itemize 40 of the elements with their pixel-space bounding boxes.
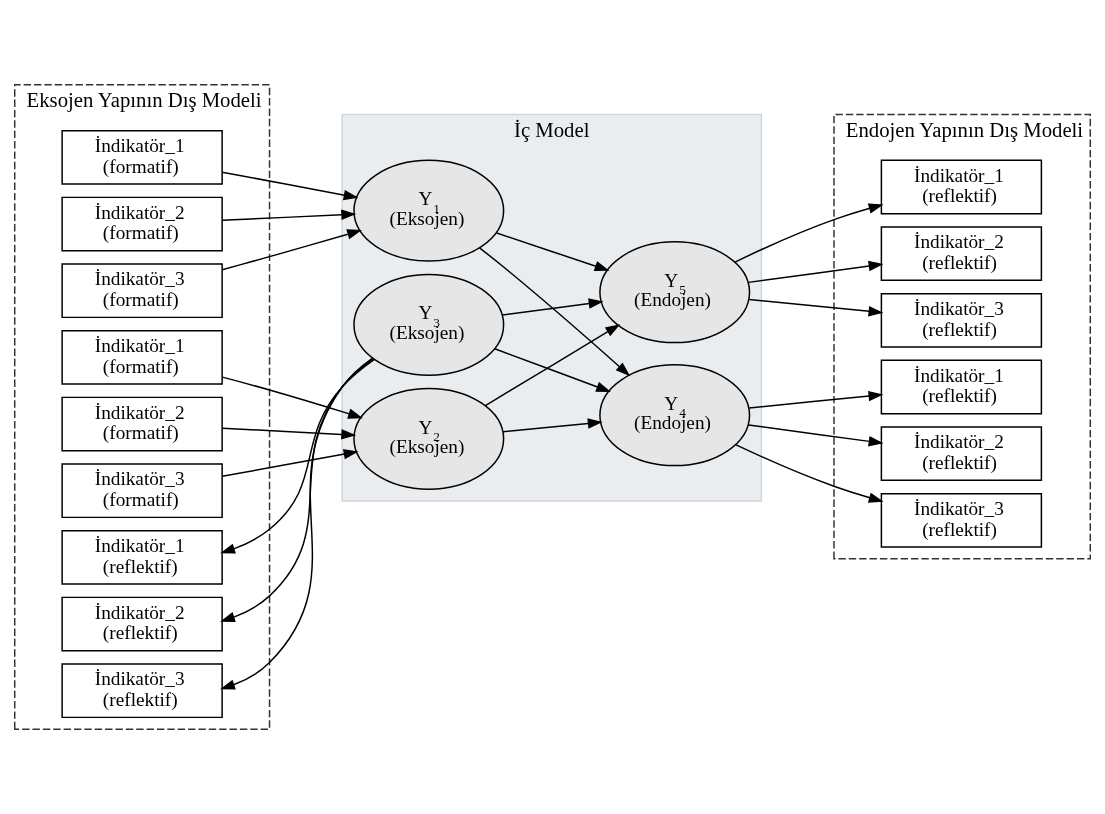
arrow (502, 418, 603, 433)
node-box: İndikatör_2 (reflektif) (880, 426, 1043, 482)
node-box: İndikatör_1 (formatif) (61, 329, 223, 385)
arrow (221, 229, 362, 271)
node-box: İndikatör_1 (reflektif) (880, 359, 1043, 415)
arrow (495, 232, 610, 271)
arrow (734, 203, 884, 263)
arrow (484, 324, 621, 407)
node-box: İndikatör_3 (reflektif) (880, 492, 1043, 548)
arrow (734, 443, 884, 503)
arrow (501, 298, 604, 316)
node-box: İndikatör_2 (formatif) (61, 396, 223, 452)
arrow (221, 209, 357, 222)
node-box: İndikatör_1 (reflektif) (61, 529, 223, 585)
arrow (748, 390, 884, 409)
arrow (748, 298, 884, 317)
node-box: İndikatör_2 (formatif) (61, 196, 223, 252)
node-box: İndikatör_1 (reflektif) (880, 159, 1043, 215)
node-ellipse: Y$_{2}$ (Eksojen) (353, 387, 505, 490)
arrow (747, 260, 884, 284)
arrow (220, 358, 374, 622)
node-box: İndikatör_3 (reflektif) (880, 292, 1043, 348)
node-box: İndikatör_3 (reflektif) (61, 663, 223, 719)
node-ellipse: Y$_{3}$ (Eksojen) (353, 273, 505, 376)
arrow (494, 348, 611, 392)
arrow (220, 357, 373, 690)
node-box: İndikatör_1 (formatif) (61, 129, 223, 185)
arrow (221, 376, 363, 419)
arrow (747, 424, 884, 447)
node-ellipse: Y$_{1}$ (Eksojen) (353, 159, 505, 262)
node-box: İndikatör_3 (formatif) (61, 263, 223, 319)
node-box: İndikatör_2 (reflektif) (61, 596, 223, 652)
arrow (220, 358, 376, 554)
arrow (221, 427, 357, 440)
arrow (221, 171, 359, 201)
arrow (478, 247, 631, 377)
node-box: İndikatör_2 (reflektif) (880, 226, 1043, 282)
arrow (221, 449, 359, 478)
node-box: İndikatör_3 (formatif) (61, 463, 223, 519)
node-ellipse: Y$_{5}$ (Endojen) (599, 241, 751, 344)
